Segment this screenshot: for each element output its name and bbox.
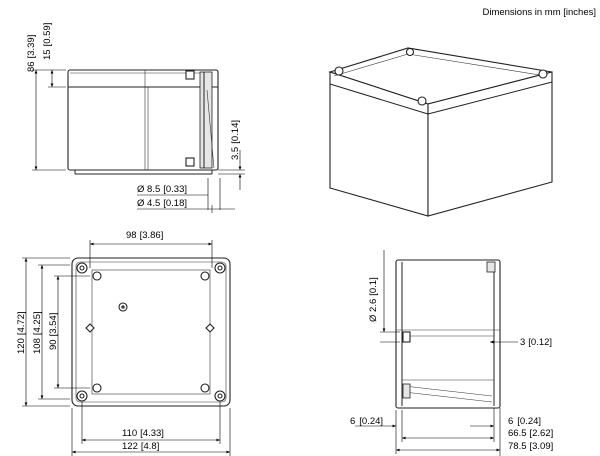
dim-dia-2-6: Ø 2.6[0.1] <box>368 250 400 343</box>
dim-98-in: [3.86] <box>140 230 164 241</box>
svg-text:3.5[0.14]: 3.5 [0.14] <box>230 120 241 160</box>
dim-110-in: [4.33] <box>140 428 164 439</box>
dim-90-in: [3.54] <box>48 313 59 337</box>
dim-86-in: [3.39] <box>26 35 37 59</box>
dim-108: 108 [4.25] <box>32 264 70 400</box>
dim-98: 98[3.86] <box>89 230 213 268</box>
dim-110: 110[4.33] <box>81 402 221 444</box>
svg-text:78.5[3.09]: 78.5[3.09] <box>508 441 553 452</box>
section-view <box>395 259 501 409</box>
dim-98-mm: 98 <box>126 230 137 241</box>
corner-screw-tr <box>200 262 226 281</box>
svg-text:15[0.59]: 15 [0.59] <box>42 23 53 60</box>
isometric-view <box>328 47 553 217</box>
dim-3-5: 3.5 [0.14] <box>218 120 245 190</box>
dim-6-right-in: [0.24] <box>517 416 541 427</box>
dim-15-in: [0.59] <box>42 23 53 47</box>
dim-6-right-mm: 6 <box>508 416 513 427</box>
dim-6-left-in: [0.24] <box>359 416 383 427</box>
dim-66-5: 66.5[2.62] <box>401 428 553 442</box>
side-view <box>67 69 219 175</box>
dim-2-6-mm: 2.6 <box>368 299 379 312</box>
dim-15: 15 [0.59] <box>42 23 66 88</box>
dim-6-right: 6 [0.24] <box>470 408 541 456</box>
dim-8-5-mm: 8.5 <box>147 184 160 195</box>
svg-text:Ø 2.6[0.1]: Ø 2.6[0.1] <box>368 277 379 322</box>
dim-122-in: [4.8] <box>141 441 160 452</box>
dim-78-5-mm: 78.5 <box>508 441 527 452</box>
dim-2-6-in: [0.1] <box>368 277 379 296</box>
dim-122-mm: 122 <box>122 441 138 452</box>
svg-text:120[4.72]: 120 [4.72] <box>16 311 27 354</box>
corner-screw-tl <box>76 262 102 281</box>
dim-3-mm: 3 <box>520 337 525 348</box>
dim-108-in: [4.25] <box>32 311 43 335</box>
dim-15-mm: 15 <box>42 49 53 60</box>
dim-90-mm: 90 <box>48 339 59 350</box>
dim-120-in: [4.72] <box>16 311 27 335</box>
dim-4-5-mm: 4.5 <box>147 198 160 209</box>
dim-108-mm: 108 <box>32 338 43 354</box>
dim-120-mm: 120 <box>16 338 27 354</box>
dim-86: 86 [3.39] <box>26 35 66 171</box>
dim-3: 3[0.12] <box>490 337 552 348</box>
dim-4-5-in: [0.18] <box>163 198 187 209</box>
svg-text:66.5[2.62]: 66.5[2.62] <box>508 428 553 439</box>
dim-66-5-in: [2.62] <box>530 428 554 439</box>
dim-3-5-in: [0.14] <box>230 120 241 144</box>
dim-66-5-mm: 66.5 <box>508 428 527 439</box>
svg-text:122[4.8]: 122[4.8] <box>122 441 159 452</box>
svg-text:Ø 8.5[0.33]: Ø 8.5[0.33] <box>137 184 187 195</box>
dim-86-mm: 86 <box>26 61 37 72</box>
svg-text:Ø 4.5[0.18]: Ø 4.5[0.18] <box>137 198 187 209</box>
dim-78-5-in: [3.09] <box>530 441 554 452</box>
dim-110-mm: 110 <box>122 428 137 439</box>
dim-78-5: 78.5[3.09] <box>395 430 553 454</box>
svg-text:6[0.24]: 6 [0.24] <box>508 416 541 427</box>
corner-screw-br <box>200 383 226 402</box>
dim-6-left: 6 [0.24] <box>350 410 403 430</box>
dim-120: 120 [4.72] <box>16 257 70 407</box>
svg-text:110[4.33]: 110[4.33] <box>122 428 164 439</box>
dim-90: 90 [3.54] <box>48 275 90 389</box>
svg-text:3[0.12]: 3[0.12] <box>520 337 552 348</box>
dim-6-left-mm: 6 <box>350 416 355 427</box>
dim-8-5-in: [0.33] <box>163 184 187 195</box>
top-view <box>71 257 231 407</box>
dim-3-5-mm: 3.5 <box>230 147 241 160</box>
svg-text:108[4.25]: 108 [4.25] <box>32 311 43 354</box>
svg-text:86[3.39]: 86 [3.39] <box>26 35 37 72</box>
svg-text:6[0.24]: 6 [0.24] <box>350 416 383 427</box>
corner-screw-bl <box>76 383 102 402</box>
units-note: Dimensions in mm [inches] <box>482 7 596 18</box>
dim-3-in: [0.12] <box>528 337 552 348</box>
svg-text:98[3.86]: 98[3.86] <box>126 230 163 241</box>
dim-122: 122[4.8] <box>71 408 231 456</box>
svg-text:90[3.54]: 90 [3.54] <box>48 313 59 350</box>
